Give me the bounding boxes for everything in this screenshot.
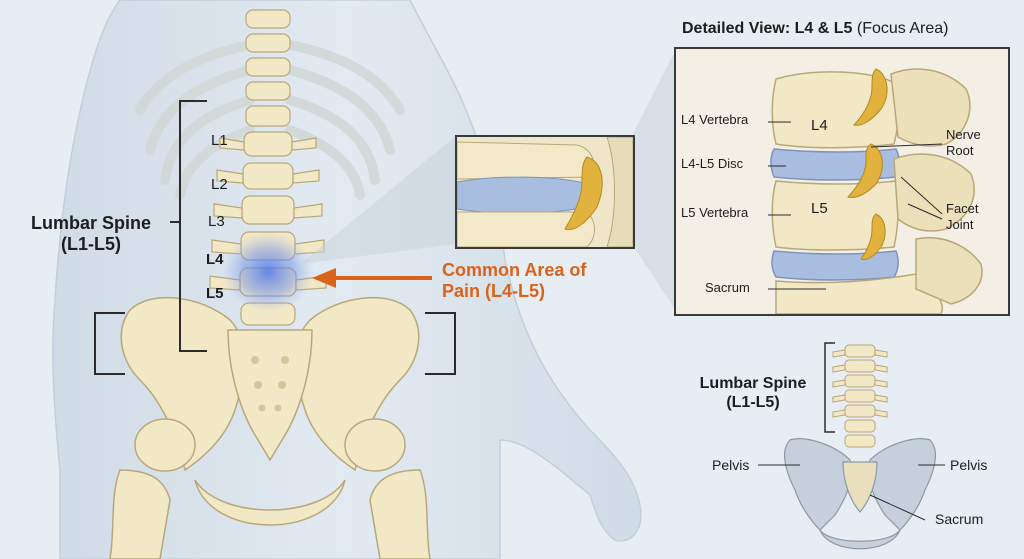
vertebra-label-l2: L2 [211,176,228,193]
inset-magnified-disc [455,135,635,249]
detail-connector [632,49,676,311]
pain-highlight [222,232,314,312]
small-lumbar-label-line2: (L1-L5) [726,394,780,411]
pelvis-right-label: Pelvis [950,457,988,473]
small-lumbar-label-line1: Lumbar Spine [699,375,807,392]
lumbar-spine-label: Lumbar Spine (L1-L5) [12,213,170,255]
facet-joint-label-line2: Joint [946,217,974,232]
nerve-root-label: Nerve Root [946,127,981,159]
l5-bone-label: L5 [811,200,828,217]
detail-view-title-normal: (Focus Area) [856,20,949,37]
sacral-foramina [251,356,289,412]
vertebra-label-l3: L3 [208,213,225,230]
small-lumbar-bracket [824,342,835,433]
inset-connector [300,136,456,264]
ribs [135,40,405,200]
vertebra-label-l4: L4 [206,251,224,268]
detail-view-title: Detailed View: L4 & L5 (Focus Area) [682,20,948,38]
facet-joint-label: Facet Joint [946,201,979,233]
nerve-root-label-line2: Root [946,143,974,158]
l5-vertebra-label: L5 Vertebra [681,205,749,220]
detail-view-title-bold: Detailed View: L4 & L5 [682,20,853,37]
l4-l5-disc-label: L4-L5 Disc [681,156,744,171]
pain-arrow [312,268,432,288]
pain-area-label-line2: Pain (L4-L5) [442,281,546,301]
sacrum-detail-label: Sacrum [705,280,750,295]
pelvis-bracket-left [94,312,125,375]
vertebra-label-l1: L1 [211,132,228,149]
facet-joint-label-line1: Facet [946,201,979,216]
pelvis-left-label: Pelvis [712,457,750,473]
pain-area-label-line1: Common Area of [442,260,587,280]
pelvis [109,297,431,559]
nerve-root-label-line1: Nerve [946,127,981,142]
detail-view-panel [674,47,1010,316]
lumbar-spine-label-line1: Lumbar Spine [30,213,151,233]
small-spine-diagram [832,344,888,448]
pelvis-bracket-right [425,312,456,375]
small-pelvis-diagram [783,438,937,550]
pain-area-label: Common Area of Pain (L4-L5) [442,260,586,302]
sacrum-small-label: Sacrum [935,511,984,527]
vertebra-label-l5: L5 [206,285,224,302]
lumbar-bracket [179,100,207,352]
small-lumbar-label: Lumbar Spine (L1-L5) [688,374,818,412]
lumbar-spine-label-line2: (L1-L5) [61,234,121,254]
l4-bone-label: L4 [811,117,828,134]
l4-vertebra-label: L4 Vertebra [681,112,749,127]
